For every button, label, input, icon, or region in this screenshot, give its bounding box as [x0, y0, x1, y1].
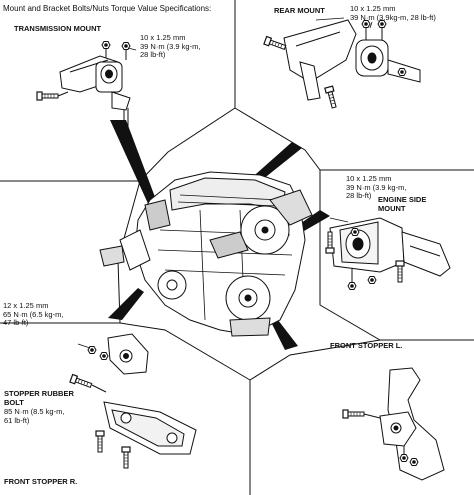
page-title: Mount and Bracket Bolts/Nuts Torque Valu… — [3, 4, 212, 13]
rear-mount-spec: 10 x 1.25 mm 39 N·m (3.9kg-m, 28 lb-ft) — [350, 4, 436, 22]
transmission-mount-title: TRANSMISSION MOUNT — [14, 24, 102, 33]
leader-lines — [77, 17, 373, 349]
transmission-mount-drawing — [36, 41, 132, 141]
front-stopper-r-drawing — [69, 333, 197, 469]
front-stopper-r-title: FRONT STOPPER R. — [4, 477, 78, 486]
engine-side-mount-spec: 10 x 1.25 mm 39 N·m (3.9 kg-m, 28 lb-ft) — [346, 174, 407, 200]
engine-drawing — [99, 171, 313, 337]
front-stopper-r-spec: 12 x 1.25 mm 65 N·m (6.5 kg-m, 47 lb-ft) — [3, 301, 64, 327]
stopper-rubber-bolt-title: STOPPER RUBBER BOLT — [4, 389, 74, 407]
transmission-mount-spec: 10 x 1.25 mm 39 N·m (3.9 kg-m, 28 lb-ft) — [140, 33, 201, 59]
front-stopper-l-title: FRONT STOPPER L. — [330, 341, 403, 350]
front-stopper-l-drawing — [342, 367, 445, 481]
engine-side-mount-drawing — [325, 217, 451, 290]
stopper-rubber-bolt-spec: 85 N·m (8.5 kg-m, 61 lb-ft) — [4, 407, 65, 425]
rear-mount-title: REAR MOUNT — [274, 6, 325, 15]
engine-side-mount-title: ENGINE SIDE MOUNT — [378, 195, 427, 213]
rear-mount-drawing — [263, 19, 421, 110]
